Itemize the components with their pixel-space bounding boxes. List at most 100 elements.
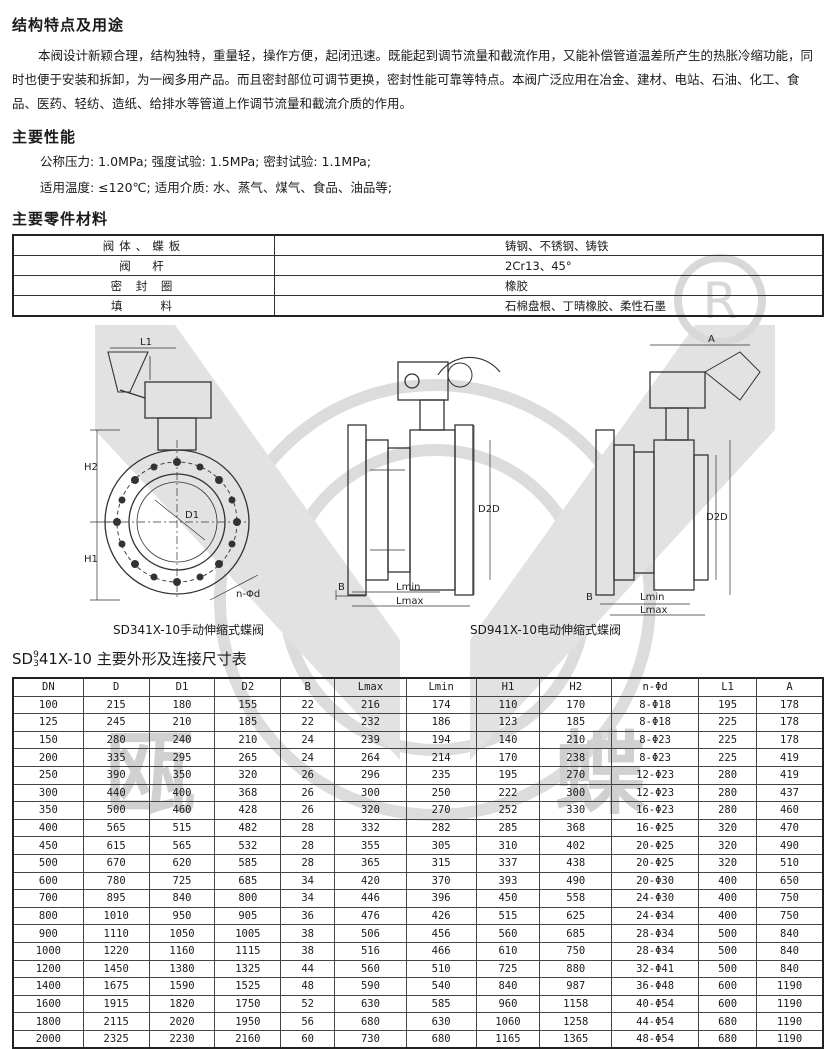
dim-cell: 680 — [334, 1012, 407, 1031]
dim-cell: 20-Φ30 — [611, 871, 700, 891]
dim-cell: 300 — [334, 783, 407, 803]
dim-cell: 32-Φ41 — [611, 959, 700, 979]
dim-cell: 1258 — [539, 1012, 613, 1031]
middle-left-flange — [347, 424, 367, 596]
dim-cell: 235 — [405, 765, 477, 785]
dim-cell: 178 — [756, 695, 824, 715]
dim-cell: 200 — [12, 748, 84, 767]
dim-cell: 420 — [334, 871, 407, 891]
dim-cell: 630 — [405, 1012, 477, 1031]
dim-cell: 1190 — [756, 977, 824, 996]
dim-cell: 28-Φ34 — [611, 941, 700, 961]
dim-cell: 750 — [756, 889, 824, 908]
dim-cell: 500 — [12, 853, 84, 873]
dim-cell: 335 — [82, 748, 150, 767]
material-row: 填 料石棉盘根、丁晴橡胶、柔性石墨 — [12, 295, 824, 317]
dim-cell: 630 — [334, 994, 407, 1014]
dim-cell: 1400 — [12, 977, 84, 996]
performance-line-2: 适用温度: ≤120℃; 适用介质: 水、蒸气、煤气、食品、油品等; — [40, 180, 393, 195]
material-row: 阀体、蝶板铸钢、不锈钢、铸铁 — [12, 234, 824, 256]
dim-cell: 1800 — [12, 1012, 84, 1031]
dim-cell: 28-Φ34 — [611, 924, 700, 943]
middle-right-flange — [454, 424, 474, 596]
dim-cell: 1158 — [539, 994, 613, 1014]
dim-cell: 1915 — [82, 994, 150, 1014]
dim-cell: 515 — [475, 906, 541, 926]
dim-cell: 685 — [539, 924, 613, 943]
material-value: 2Cr13、45° — [274, 255, 824, 276]
dim-cell: 880 — [539, 959, 613, 979]
dim-cell: 1950 — [214, 1012, 282, 1031]
dim-cell: 225 — [698, 713, 758, 732]
dim-cell: 500 — [698, 924, 758, 943]
dim-header-cell: D1 — [148, 677, 216, 697]
dim-cell: 419 — [756, 765, 824, 785]
dim-cell: 320 — [698, 836, 758, 855]
dim-cell: 585 — [405, 994, 477, 1014]
dim-cell: 700 — [12, 889, 84, 908]
dim-cell: 140 — [475, 730, 541, 750]
dim-cell: 476 — [334, 906, 407, 926]
dim-cell: 396 — [405, 889, 477, 908]
dim-cell: 320 — [334, 801, 407, 820]
materials-heading: 主要零件材料 — [12, 210, 109, 228]
performance-heading: 主要性能 — [12, 128, 77, 146]
dim-cell: 1365 — [539, 1029, 613, 1049]
dim-cell: 282 — [405, 818, 477, 838]
middle-actuator — [397, 361, 449, 401]
dim-cell: 510 — [756, 853, 824, 873]
dim-cell: 1190 — [756, 1029, 824, 1049]
dim-cell: 280 — [82, 730, 150, 750]
dim-cell: 60 — [280, 1029, 336, 1049]
dim-cell: 1750 — [214, 994, 282, 1014]
dim-cell: 24-Φ34 — [611, 906, 700, 926]
caption-manual-valve: SD341X-10手动伸缩式蝶阀 — [113, 623, 264, 637]
dim-cell: 390 — [82, 765, 150, 785]
dim-cell: 280 — [698, 783, 758, 803]
label-lmax-right: Lmax — [640, 605, 667, 616]
dim-cell: 466 — [405, 941, 477, 961]
dim-cell: 680 — [698, 1012, 758, 1031]
dim-cell: 315 — [405, 853, 477, 873]
dim-cell: 1165 — [475, 1029, 541, 1049]
label-l1: L1 — [140, 337, 152, 348]
dim-cell: 428 — [214, 801, 282, 820]
label-d2-middle: D2 — [478, 504, 492, 515]
dim-cell: 8-Φ23 — [611, 748, 700, 767]
dim-cell: 12-Φ23 — [611, 765, 700, 785]
dim-cell: 12-Φ23 — [611, 783, 700, 803]
dim-cell: 2160 — [214, 1029, 282, 1049]
dim-cell: 895 — [82, 889, 150, 908]
dim-cell: 332 — [334, 818, 407, 838]
dim-cell: 800 — [214, 889, 282, 908]
dim-cell: 1675 — [82, 977, 150, 996]
dim-cell: 36 — [280, 906, 336, 926]
dim-cell: 265 — [214, 748, 282, 767]
dim-cell: 680 — [405, 1029, 477, 1049]
dim-cell: 38 — [280, 924, 336, 943]
dim-cell: 222 — [475, 783, 541, 803]
dim-cell: 56 — [280, 1012, 336, 1031]
dim-cell: 482 — [214, 818, 282, 838]
dim-cell: 450 — [12, 836, 84, 855]
dim-header-cell: H1 — [475, 677, 541, 697]
valve-drawings: L1 H2 H1 D1 n-Φd B Lmin Lmax D2 D B Lmin… — [84, 334, 761, 616]
dim-cell: 250 — [405, 783, 477, 803]
dim-cell: 24-Φ30 — [611, 889, 700, 908]
dim-cell: 1600 — [12, 994, 84, 1014]
dim-cell: 239 — [334, 730, 407, 750]
dim-cell: 960 — [475, 994, 541, 1014]
dim-cell: 460 — [148, 801, 216, 820]
structure-paragraph: 本阀设计新颖合理，结构独特，重量轻，操作方便，起闭迅速。既能起到调节流量和截流作… — [12, 48, 814, 111]
dim-cell: 34 — [280, 889, 336, 908]
dim-cell: 440 — [82, 783, 150, 803]
dim-cell: 245 — [82, 713, 150, 732]
dim-cell: 238 — [539, 748, 613, 767]
